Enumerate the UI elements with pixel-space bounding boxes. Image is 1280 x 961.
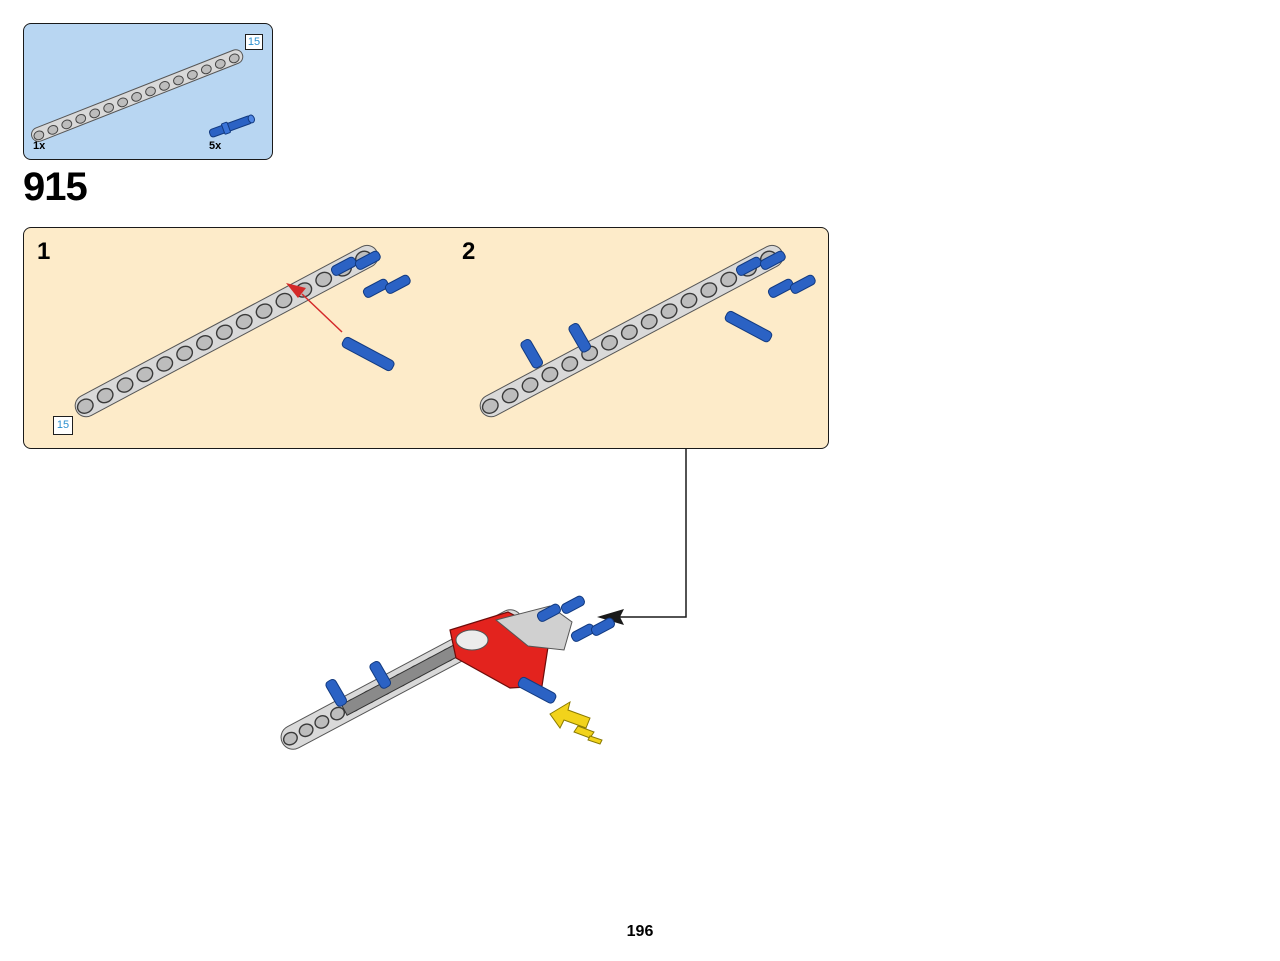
beam-hole: [215, 324, 233, 341]
beam-hole: [255, 303, 273, 319]
beam-hole: [61, 119, 73, 130]
subassembly-callout: 1 2 15: [23, 227, 829, 449]
beam-hole: [145, 86, 156, 97]
beam-hole: [131, 92, 142, 102]
beam-hole: [640, 313, 658, 330]
beam-hole: [314, 715, 330, 729]
beam-hole: [315, 271, 333, 288]
beam-hole: [228, 53, 240, 64]
beam-hole: [33, 130, 45, 141]
beam-hole: [200, 64, 212, 75]
length-tag: 15: [245, 34, 263, 50]
beam-hole: [235, 313, 253, 330]
beam-hole: [601, 335, 618, 351]
beam-hole: [275, 292, 293, 309]
beam-hole: [176, 345, 194, 362]
beam-hole: [700, 282, 718, 298]
blue-axle-pin-icon: [208, 114, 255, 138]
beam-hole: [47, 125, 59, 135]
beam-hole: [159, 81, 170, 91]
beam-hole: [298, 723, 314, 738]
beam-hole: [282, 731, 298, 746]
beam-hole: [680, 292, 698, 309]
liftarm-beam-15-icon: [31, 49, 244, 142]
beam-hole: [196, 335, 213, 351]
beam-hole: [136, 366, 154, 383]
substep-1-illustration: [74, 244, 411, 418]
beam-hole: [117, 97, 129, 108]
quantity-label: 5x: [209, 140, 222, 152]
beam-hole: [521, 377, 539, 393]
beam-hole: [330, 706, 346, 721]
beam-hole: [96, 387, 114, 404]
beam-hole: [481, 398, 499, 414]
length-tag: 15: [53, 416, 73, 435]
beam-hole: [720, 271, 738, 288]
beam-hole: [75, 114, 87, 124]
beam-hole: [156, 356, 174, 372]
beam-hole: [660, 303, 678, 319]
beam-hole: [214, 59, 226, 69]
beam-hole: [501, 387, 519, 404]
beam-hole: [89, 108, 101, 119]
yellow-insertion-arrow-icon: [549, 700, 603, 745]
beam-hole: [76, 398, 94, 414]
beam-hole: [186, 70, 198, 80]
parts-list-callout: 15 1x 5x: [23, 23, 273, 160]
beam-hole: [116, 377, 134, 393]
beam-hole: [561, 356, 579, 372]
main-assembly-illustration: [280, 595, 615, 750]
step-number: 915: [23, 165, 88, 209]
page-number: 196: [626, 923, 654, 940]
substep-number: 1: [37, 238, 51, 265]
beam-hole: [103, 103, 115, 113]
beam-hole: [541, 366, 559, 383]
substep-number: 2: [462, 238, 476, 265]
substep-2-illustration: [479, 244, 816, 418]
quantity-label: 1x: [33, 140, 46, 152]
beam-hole: [173, 75, 184, 86]
beam-hole: [620, 324, 638, 341]
